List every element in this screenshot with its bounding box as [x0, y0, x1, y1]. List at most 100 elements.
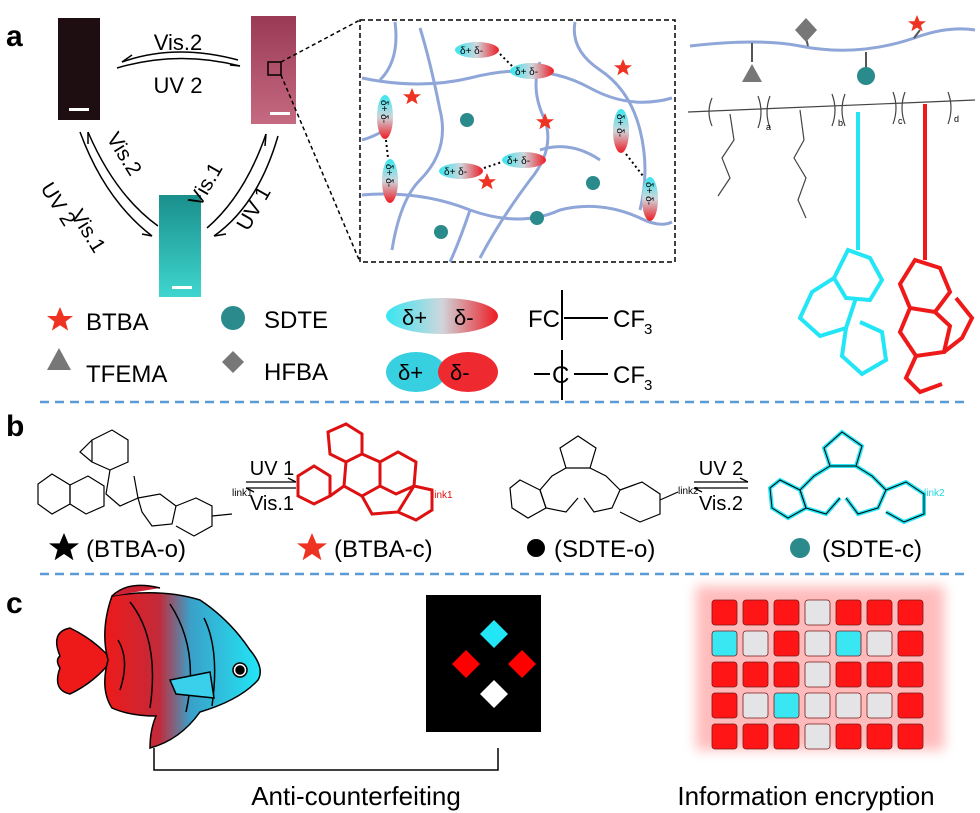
svg-text:δ+ δ-: δ+ δ- — [460, 46, 483, 57]
grid-cell — [866, 630, 893, 657]
grid-cell — [835, 630, 862, 657]
grid-cell — [866, 599, 893, 626]
sdte-closed-link: link2 — [924, 488, 945, 499]
svg-text:δ-: δ- — [454, 305, 474, 330]
grid-cell — [711, 723, 738, 750]
grid-cell — [866, 661, 893, 688]
legend-tfema-label: TFEMA — [86, 361, 167, 388]
legend-dipole-2: δ+ δ- — [386, 352, 498, 392]
grid-cell — [897, 661, 924, 688]
anti-counterfeiting-label: Anti-counterfeiting — [251, 781, 461, 811]
arrow-top — [116, 51, 241, 69]
legend-btba-o: (BTBA-o) — [86, 536, 186, 563]
legend-dipole-1: δ+ δ- — [386, 298, 498, 334]
grid-cell — [897, 599, 924, 626]
svg-text:δ+: δ+ — [398, 360, 423, 385]
arrow-label-vis2-top: Vis.2 — [154, 30, 203, 55]
grid-cell — [742, 692, 769, 719]
legend-cf3-label: CF — [613, 306, 645, 333]
btba-closed-link: link1 — [432, 490, 453, 501]
sdte-closed-skeleton — [769, 431, 925, 523]
grid-cell — [711, 599, 738, 626]
grid-cell — [897, 723, 924, 750]
legend-btba-c-icon — [297, 533, 327, 561]
diamond-pattern — [426, 595, 541, 732]
grid-cell — [711, 630, 738, 657]
svg-text:δ-: δ- — [450, 360, 470, 385]
sdte-closed-structure — [767, 429, 926, 525]
grid-cell — [742, 661, 769, 688]
inset-stars — [403, 59, 632, 190]
grid-cell — [804, 630, 831, 657]
arrow-right — [206, 133, 279, 237]
sdte-open-link: link2 — [678, 486, 699, 497]
legend-btba-c: (BTBA-c) — [334, 536, 433, 563]
grid-cell — [897, 692, 924, 719]
polymer-structure — [687, 91, 976, 395]
svg-text:δ+ δ-: δ+ δ- — [643, 182, 654, 205]
legend-btba-label: BTBA — [86, 309, 149, 336]
grid-cell — [742, 630, 769, 657]
svg-text:a: a — [766, 122, 771, 132]
svg-text:δ+ δ-: δ+ δ- — [444, 167, 467, 178]
svg-text:δ+ δ-: δ+ δ- — [515, 67, 538, 78]
grid-cell — [866, 692, 893, 719]
arrow-uv1 — [245, 477, 297, 493]
panel-b-uv1: UV 1 — [250, 458, 294, 480]
btba-open-link: link1 — [232, 488, 253, 499]
inset-dipoles: δ+ δ- δ+ δ- δ+ δ- δ+ δ- δ+ δ- δ — [377, 42, 658, 221]
btba-closed-structure — [296, 422, 434, 522]
panel-b-vis1: Vis.1 — [250, 493, 294, 515]
zoom-lines — [280, 19, 361, 263]
legend-hfba-icon — [222, 351, 244, 373]
grid-cell — [897, 630, 924, 657]
legend-hfba-label: HFBA — [264, 359, 328, 386]
grid-cell — [804, 661, 831, 688]
grid-cell — [866, 723, 893, 750]
legend-cf3-group — [534, 290, 608, 400]
svg-text:c: c — [898, 116, 903, 126]
legend-sdte-icon — [221, 306, 245, 330]
panel-b-vis2: Vis.2 — [699, 493, 743, 515]
information-encryption-label: Information encryption — [677, 781, 934, 811]
svg-text:δ+: δ+ — [402, 305, 427, 330]
grid-cell — [742, 723, 769, 750]
legend-sdte-o: (SDTE-o) — [554, 536, 655, 563]
legend-c-label: C — [552, 362, 569, 389]
grid-cell — [804, 692, 831, 719]
legend-sdte-label: SDTE — [264, 307, 328, 334]
encryption-grid — [711, 599, 924, 750]
svg-text:b: b — [838, 118, 843, 128]
fish-illustration — [55, 584, 261, 749]
legend-sdte-c: (SDTE-c) — [822, 536, 922, 563]
legend-cf3-sub: 3 — [644, 321, 652, 338]
legend-sdte-c-icon — [790, 538, 810, 558]
grid-cell — [804, 723, 831, 750]
arrow-uv2 — [693, 477, 749, 493]
grid-cell — [773, 661, 800, 688]
grid-cell — [773, 599, 800, 626]
btba-open-structure — [37, 429, 233, 537]
legend-cf3-sub-2: 3 — [644, 377, 652, 394]
vial-cyan — [159, 195, 201, 297]
svg-text:δ+ δ-: δ+ δ- — [507, 156, 530, 167]
svg-text:δ+ δ-: δ+ δ- — [383, 164, 394, 187]
grid-cell — [835, 692, 862, 719]
network-inset: δ+ δ- δ+ δ- δ+ δ- δ+ δ- δ+ δ- δ — [359, 19, 676, 263]
legend-sdte-o-icon — [527, 539, 545, 557]
arrow-label-vis1-right: Vis.1 — [184, 159, 227, 211]
grid-cell — [835, 599, 862, 626]
bracket — [153, 748, 499, 771]
vial-red — [251, 16, 296, 124]
panel-b-uv2: UV 2 — [699, 458, 743, 480]
grid-cell — [835, 723, 862, 750]
arrow-label-uv2-top: UV 2 — [154, 73, 203, 98]
grid-cell — [711, 661, 738, 688]
polymer-subscripts: a b c d — [766, 114, 959, 132]
grid-cell — [711, 692, 738, 719]
arrow-left — [79, 131, 159, 237]
panel-c-label: c — [6, 587, 23, 620]
panel-b-label: b — [6, 410, 24, 443]
grid-cell — [773, 630, 800, 657]
